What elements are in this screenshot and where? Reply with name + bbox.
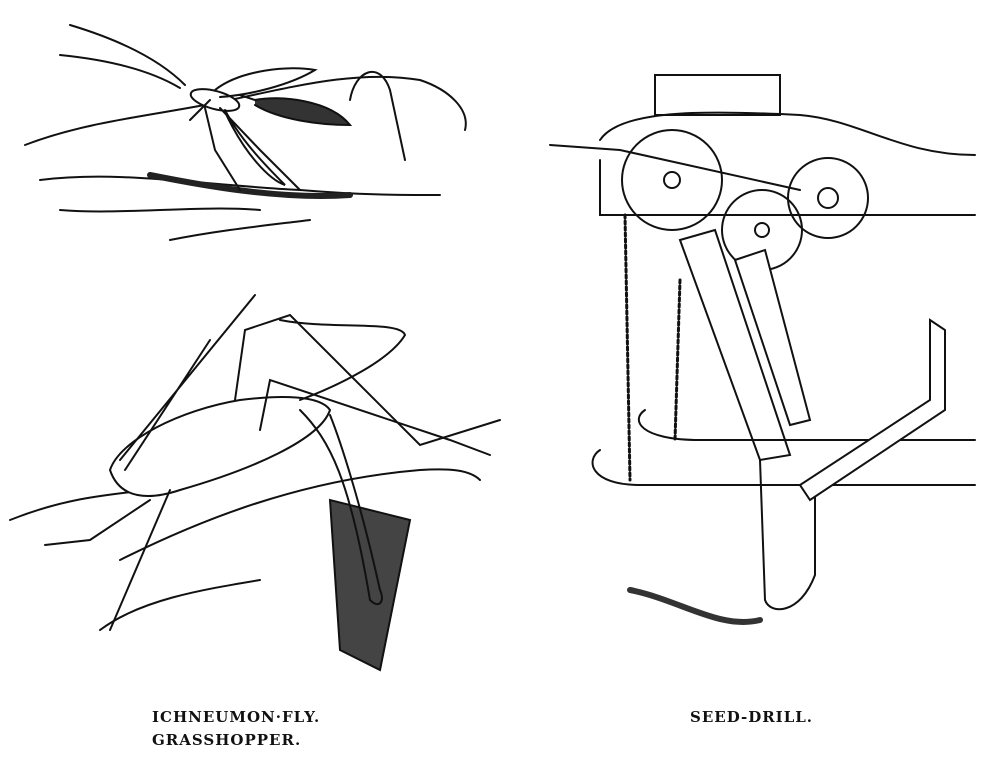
seed-drill-illustration (549, 74, 976, 625)
engraving-illustrations (9, 24, 976, 672)
caption-ichneumon-fly: ICHNEUMON·FLY. (152, 708, 321, 726)
caption-seed-drill: SEED-DRILL. (690, 708, 814, 726)
caption-grasshopper: GRASSHOPPER. (152, 731, 302, 749)
grasshopper-illustration (9, 294, 501, 672)
ichneumon-fly-illustration (24, 24, 467, 241)
